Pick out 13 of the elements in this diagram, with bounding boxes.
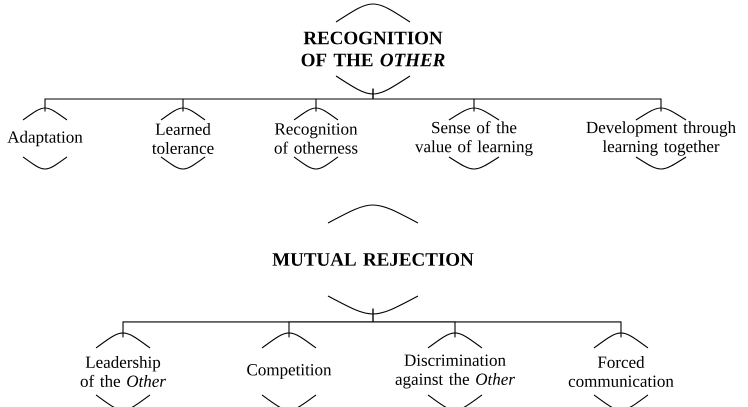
bracketed-label: Sense of the value of learning [415,107,533,170]
bracketed-label: Leadership of the Other [80,332,166,407]
bracketed-label: Recognition of otherness [274,107,358,170]
tree-connector [372,308,622,338]
bracketed-label: MUTUAL REJECTION [272,204,474,315]
bracketed-label: Development through learning together [586,107,736,170]
bracketed-label: Learned tolerance [152,107,214,170]
bracketed-label: Forced communication [568,332,674,407]
tree-connector [372,88,662,112]
bracketed-label: Competition [247,332,332,407]
bracketed-label: RECOGNITION OF THE OTHER [302,3,445,95]
bracketed-label: Discrimination against the Other [396,332,515,407]
bracketed-label: Adaptation [7,107,83,170]
